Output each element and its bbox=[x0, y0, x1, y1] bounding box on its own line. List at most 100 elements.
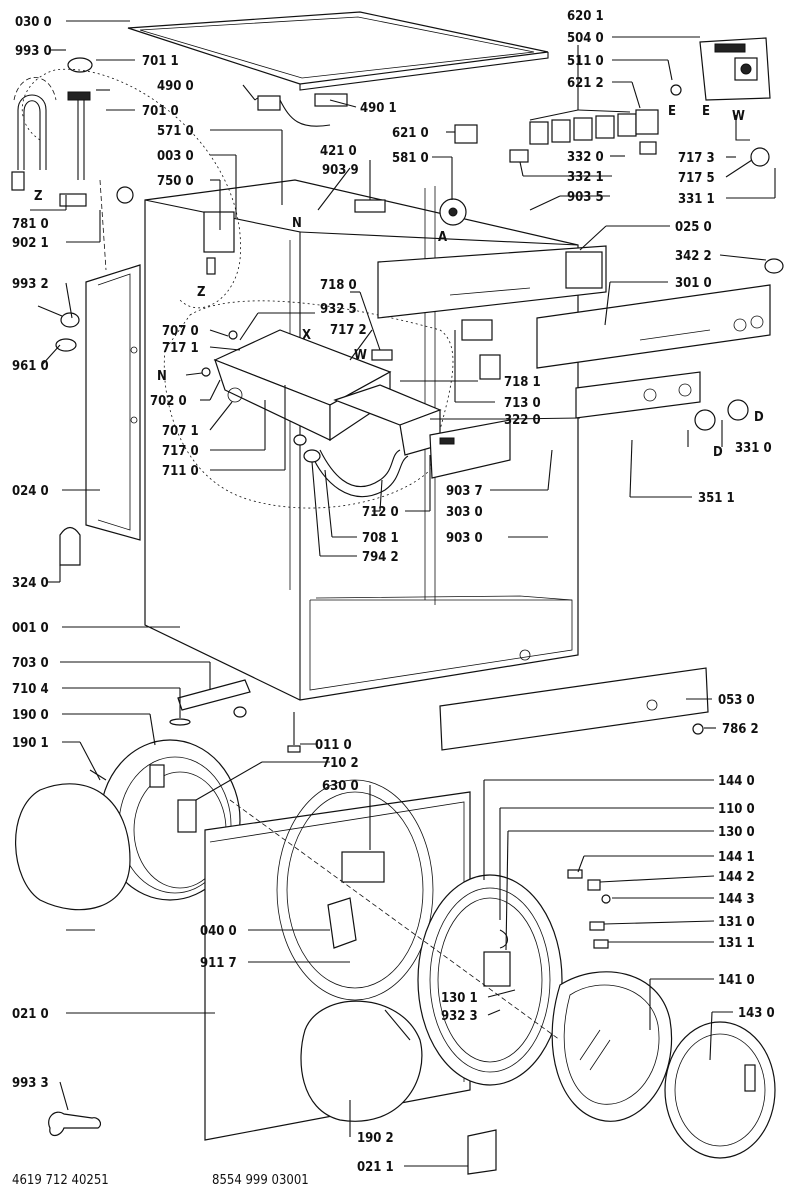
callout-label: 024 0 bbox=[12, 484, 49, 499]
document-number: 8554 999 03001 bbox=[212, 1173, 309, 1188]
foot-786 bbox=[692, 723, 704, 735]
screw-and-clip bbox=[37, 305, 80, 352]
drawing-number: 4619 712 40251 bbox=[12, 1173, 109, 1188]
dispenser-small-parts bbox=[185, 319, 501, 380]
callout-label: 021 1 bbox=[357, 1160, 394, 1175]
callout-label: 332 1 bbox=[567, 170, 604, 185]
door-outer-ring bbox=[664, 1021, 776, 1159]
callout-label: 781 0 bbox=[12, 217, 49, 232]
plinth-hole bbox=[646, 699, 658, 711]
timer-module bbox=[699, 37, 771, 101]
callout-label: 903 5 bbox=[567, 190, 604, 205]
callout-label: 143 0 bbox=[738, 1006, 775, 1021]
roller bbox=[169, 679, 251, 726]
callout-label: 301 0 bbox=[675, 276, 712, 291]
callout-label: 331 1 bbox=[678, 192, 715, 207]
callout-label: 190 0 bbox=[12, 708, 49, 723]
reference-letter: N bbox=[157, 369, 167, 384]
callout-label: 710 4 bbox=[12, 682, 49, 697]
door-glass bbox=[551, 971, 673, 1122]
door-seal-left bbox=[15, 783, 131, 911]
callout-label: 993 0 bbox=[15, 44, 52, 59]
callout-label: 030 0 bbox=[15, 15, 52, 30]
callout-label: 021 0 bbox=[12, 1007, 49, 1022]
screw-011 bbox=[287, 712, 301, 753]
callout-label: 141 0 bbox=[718, 973, 755, 988]
wrench-tool bbox=[48, 1111, 102, 1137]
knob-342 bbox=[764, 258, 784, 274]
callout-label: 701 1 bbox=[142, 54, 179, 69]
callout-label: 322 0 bbox=[504, 413, 541, 428]
callout-label: 717 5 bbox=[678, 171, 715, 186]
callout-label: 712 0 bbox=[362, 505, 399, 520]
callout-label: 303 0 bbox=[446, 505, 483, 520]
drain-hoses bbox=[293, 434, 409, 497]
callout-label: 707 1 bbox=[162, 424, 199, 439]
reference-letter: W bbox=[354, 348, 367, 363]
drain-cover bbox=[59, 526, 81, 566]
door-seal-bottom bbox=[300, 1000, 423, 1122]
hose-group-outline bbox=[22, 68, 241, 309]
callout-label: 710 2 bbox=[322, 756, 359, 771]
callout-label: 718 1 bbox=[504, 375, 541, 390]
callout-label: 620 1 bbox=[567, 9, 604, 24]
fascia-panel bbox=[536, 284, 771, 369]
door-small-parts bbox=[567, 869, 611, 949]
callout-label: 144 2 bbox=[718, 870, 755, 885]
callout-label: 711 0 bbox=[162, 464, 199, 479]
callout-label: 902 1 bbox=[12, 236, 49, 251]
callout-label: 911 7 bbox=[200, 956, 237, 971]
callout-label: 750 0 bbox=[157, 174, 194, 189]
callout-label: 717 0 bbox=[162, 444, 199, 459]
reference-letters: Z Z N N X W A E E W D D bbox=[34, 104, 764, 460]
reference-letter: D bbox=[754, 410, 764, 425]
switch-bank bbox=[529, 109, 659, 145]
callout-label: 630 0 bbox=[322, 779, 359, 794]
leader-lines bbox=[30, 20, 776, 1167]
reference-letter: X bbox=[302, 328, 311, 343]
callout-label: 490 1 bbox=[360, 101, 397, 116]
callout-label: 511 0 bbox=[567, 54, 604, 69]
callout-label: 701 0 bbox=[142, 104, 179, 119]
callout-label: 932 3 bbox=[441, 1009, 478, 1024]
reference-letter: A bbox=[438, 230, 447, 245]
callout-labels: 030 0 993 0 701 1 490 0 701 0 571 0 003 … bbox=[12, 9, 775, 1175]
callout-label: 053 0 bbox=[718, 693, 755, 708]
reference-letter: E bbox=[668, 104, 676, 119]
callout-label: 144 0 bbox=[718, 774, 755, 789]
reference-letter: Z bbox=[197, 285, 205, 300]
callout-label: 581 0 bbox=[392, 151, 429, 166]
door-frame bbox=[417, 874, 563, 1086]
callout-label: 718 0 bbox=[320, 278, 357, 293]
callout-label: 421 0 bbox=[320, 144, 357, 159]
callout-label: 040 0 bbox=[200, 924, 237, 939]
parts-drawing bbox=[11, 11, 784, 1175]
callout-label: 003 0 bbox=[157, 149, 194, 164]
callout-label: 025 0 bbox=[675, 220, 712, 235]
callout-label: 717 2 bbox=[330, 323, 367, 338]
callout-label: 621 2 bbox=[567, 76, 604, 91]
callout-label: 144 3 bbox=[718, 892, 755, 907]
reference-letter: E bbox=[702, 104, 710, 119]
callout-label: 703 0 bbox=[12, 656, 49, 671]
callout-label: 131 0 bbox=[718, 915, 755, 930]
plinth bbox=[439, 667, 709, 751]
callout-label: 932 5 bbox=[320, 302, 357, 317]
cabinet-body bbox=[144, 179, 579, 701]
callout-label: 351 1 bbox=[698, 491, 735, 506]
reference-letter: Z bbox=[34, 189, 42, 204]
left-side-panel bbox=[85, 264, 141, 541]
callout-label: 011 0 bbox=[315, 738, 352, 753]
callout-label: 490 0 bbox=[157, 79, 194, 94]
foot-cap bbox=[67, 57, 93, 73]
callout-label: 131 1 bbox=[718, 936, 755, 951]
callout-label: 130 1 bbox=[441, 991, 478, 1006]
callout-label: 110 0 bbox=[718, 802, 755, 817]
callout-label: 331 0 bbox=[735, 441, 772, 456]
callout-label: 794 2 bbox=[362, 550, 399, 565]
callout-label: 708 1 bbox=[362, 531, 399, 546]
callout-label: 342 2 bbox=[675, 249, 712, 264]
drawing-footer: 4619 712 40251 8554 999 03001 bbox=[12, 1173, 309, 1188]
program-knobs bbox=[694, 399, 749, 431]
